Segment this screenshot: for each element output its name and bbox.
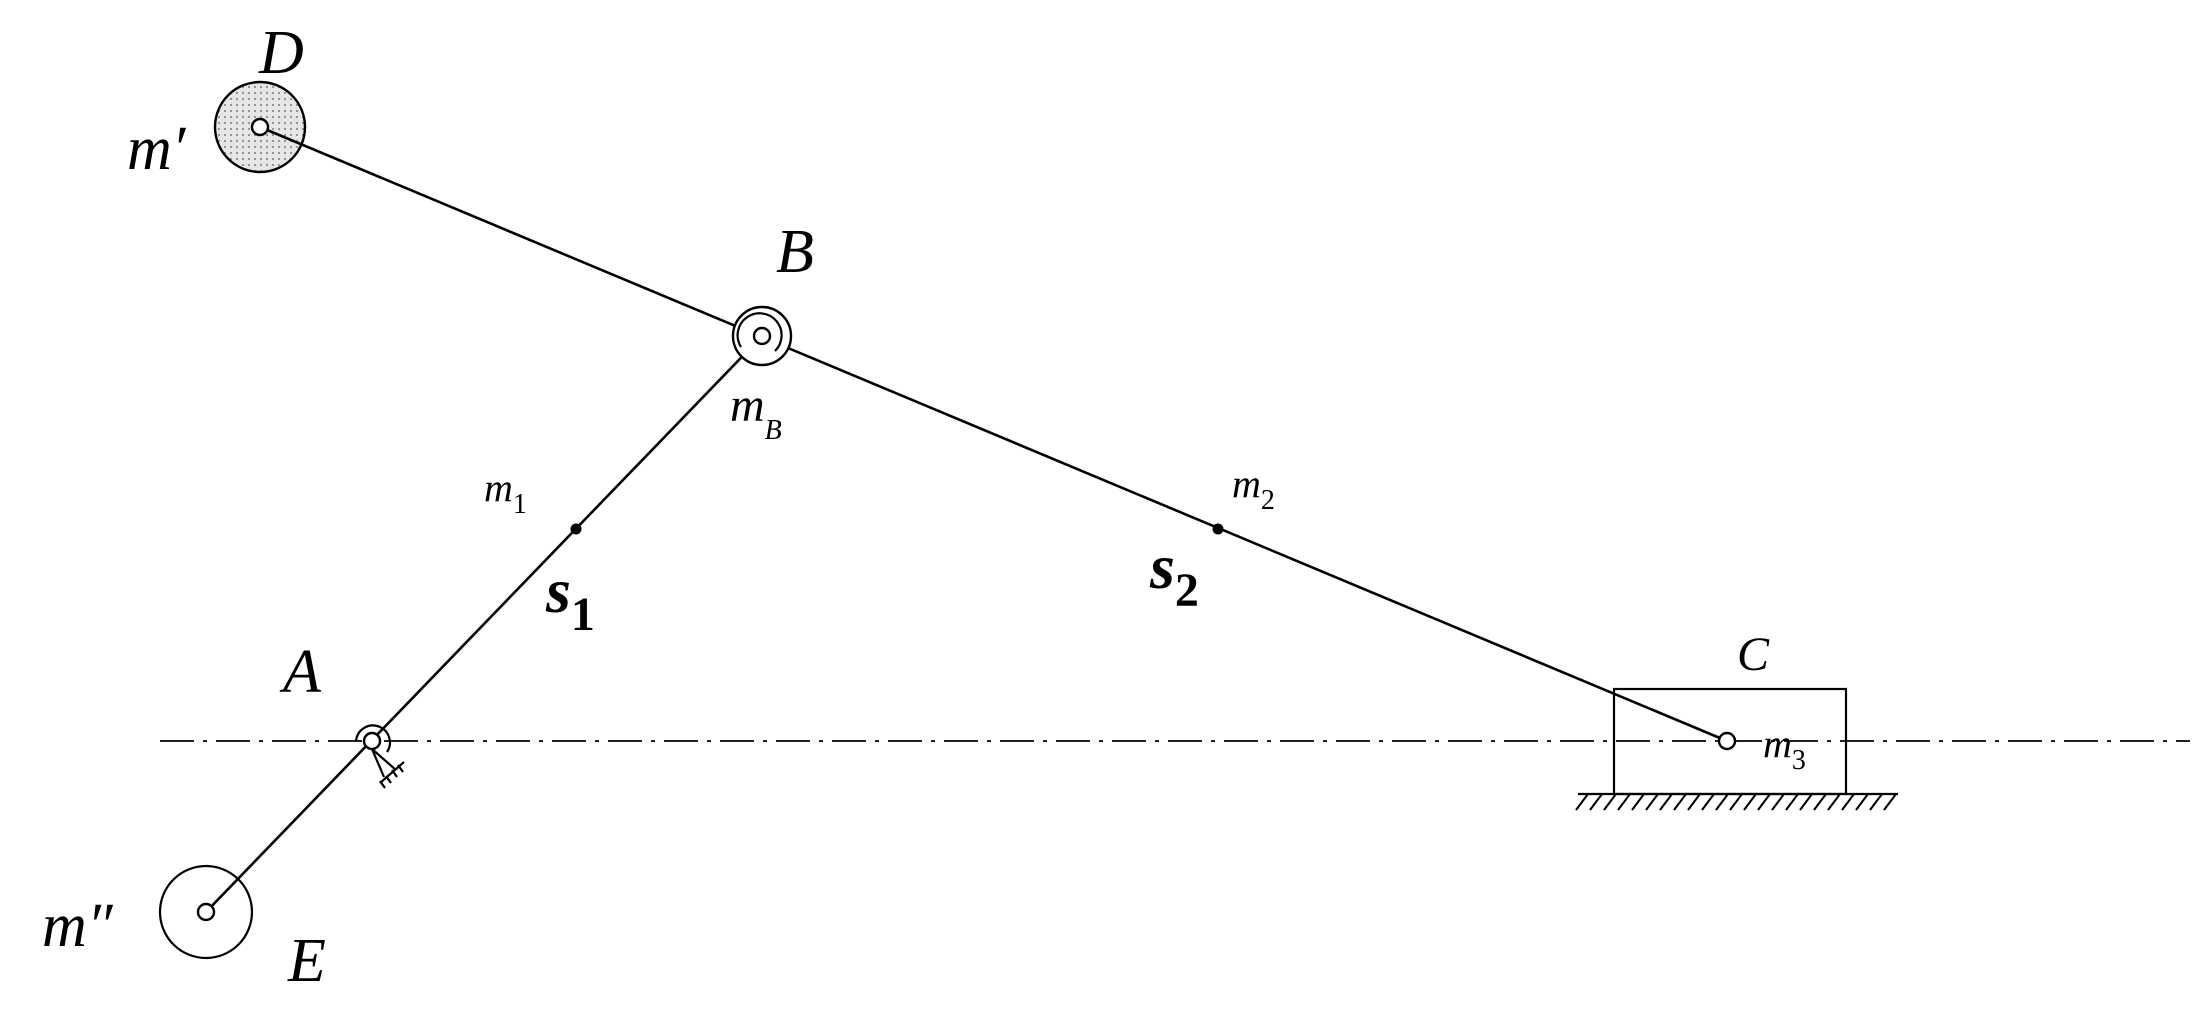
ground-hatch-mark bbox=[1673, 793, 1687, 811]
ground-hatch-mark bbox=[1631, 793, 1645, 811]
pin-d bbox=[250, 117, 270, 137]
ground-hatch-mark bbox=[1799, 793, 1813, 811]
joint-b-arc bbox=[736, 312, 783, 352]
ground-hatch-mark bbox=[1785, 793, 1799, 811]
ground-hatch-mark bbox=[1841, 793, 1855, 811]
label-m-2: m2 bbox=[1232, 461, 1275, 516]
ground-hatch-mark bbox=[1715, 793, 1729, 811]
ground-hatch-mark bbox=[1743, 793, 1757, 811]
com-s1-dot bbox=[570, 523, 582, 535]
label-m-prime: m′ bbox=[127, 115, 187, 183]
label-s-1: s1 bbox=[545, 555, 595, 641]
label-m-double-prime: m″ bbox=[42, 892, 114, 960]
ground-hatch-mark bbox=[1813, 793, 1827, 811]
ground-hatch-mark bbox=[1617, 793, 1631, 811]
label-m-3: m3 bbox=[1763, 721, 1806, 776]
label-a: A bbox=[279, 638, 322, 706]
ground-hatch-mark bbox=[1701, 793, 1715, 811]
pivot-a bbox=[354, 724, 405, 789]
label-c: C bbox=[1737, 628, 1770, 681]
ground-hatch-mark bbox=[1757, 793, 1771, 811]
ground-hatch-mark bbox=[1771, 793, 1785, 811]
label-b: B bbox=[776, 218, 814, 286]
label-d: D bbox=[258, 19, 304, 87]
ground-hatch-mark bbox=[1575, 793, 1589, 811]
crank-link bbox=[205, 335, 763, 913]
ground-hatch-mark bbox=[1827, 793, 1841, 811]
ground-hatch-mark bbox=[1645, 793, 1659, 811]
pin-e bbox=[196, 902, 216, 922]
ground-hatch-mark bbox=[1855, 793, 1869, 811]
pin-c bbox=[1717, 731, 1737, 751]
mass-e-disk bbox=[158, 864, 254, 960]
slider-ground bbox=[1575, 792, 1898, 811]
label-e: E bbox=[287, 927, 326, 995]
ground-hatch-mark bbox=[1589, 793, 1603, 811]
joint-b-pin bbox=[752, 326, 772, 346]
ground-hatch-mark bbox=[1729, 793, 1743, 811]
label-m-b: mB bbox=[730, 379, 782, 446]
ground-hatch-mark bbox=[1603, 793, 1617, 811]
ground-hatch-mark bbox=[1659, 793, 1673, 811]
ground-hatch-mark bbox=[1869, 793, 1883, 811]
connecting-rod bbox=[259, 125, 1728, 743]
slider-block bbox=[1612, 687, 1848, 796]
label-m-1: m1 bbox=[484, 465, 527, 520]
ground-hatch-mark bbox=[1687, 793, 1701, 811]
ground-hatch-mark bbox=[1883, 793, 1897, 811]
label-s-2: s2 bbox=[1149, 531, 1199, 617]
com-s2-dot bbox=[1212, 523, 1224, 535]
